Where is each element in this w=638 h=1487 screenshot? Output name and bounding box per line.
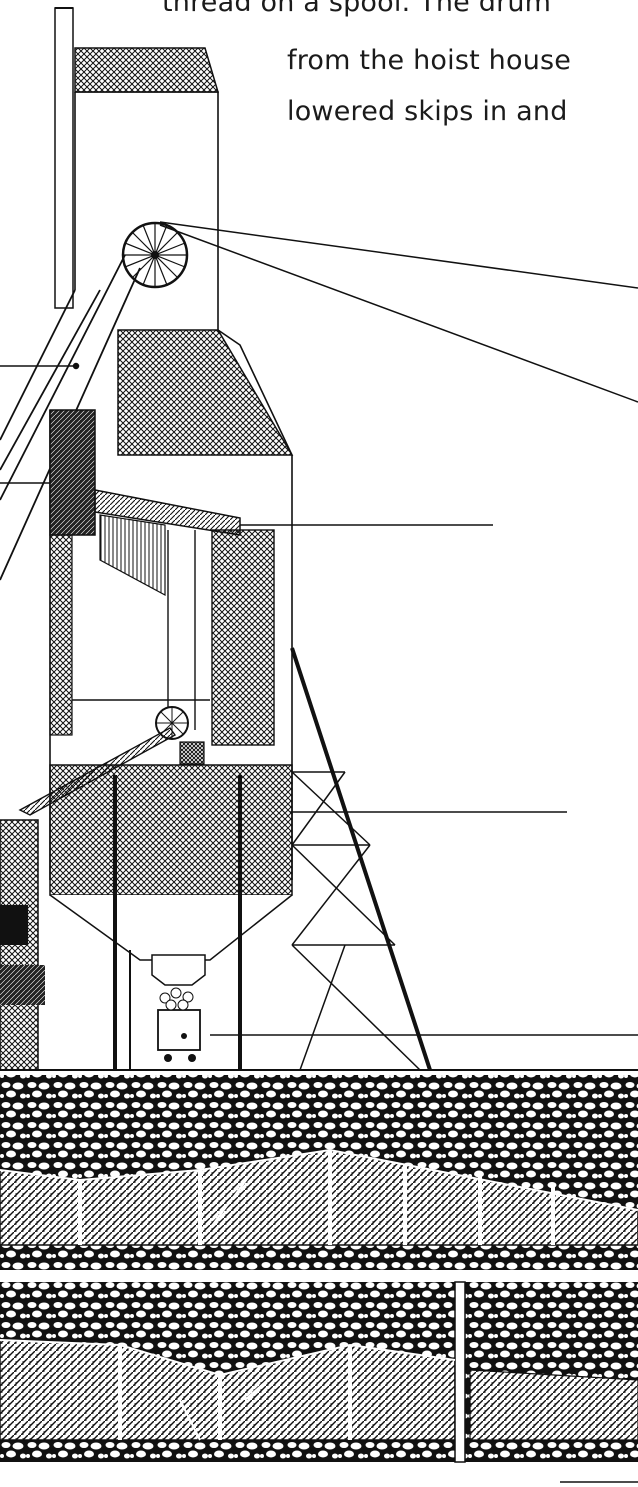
level-separator xyxy=(0,1270,638,1282)
upper-roof xyxy=(75,48,218,92)
tunnel-level-2 xyxy=(0,1282,638,1462)
left-shaft-column xyxy=(50,410,95,735)
tunnel-level-1 xyxy=(0,1075,638,1270)
sheave-wheel xyxy=(123,223,187,287)
skip-car xyxy=(152,955,205,1062)
side-building xyxy=(0,820,45,1070)
lattice-trestle xyxy=(292,648,430,1070)
headframe-mast xyxy=(55,8,73,308)
